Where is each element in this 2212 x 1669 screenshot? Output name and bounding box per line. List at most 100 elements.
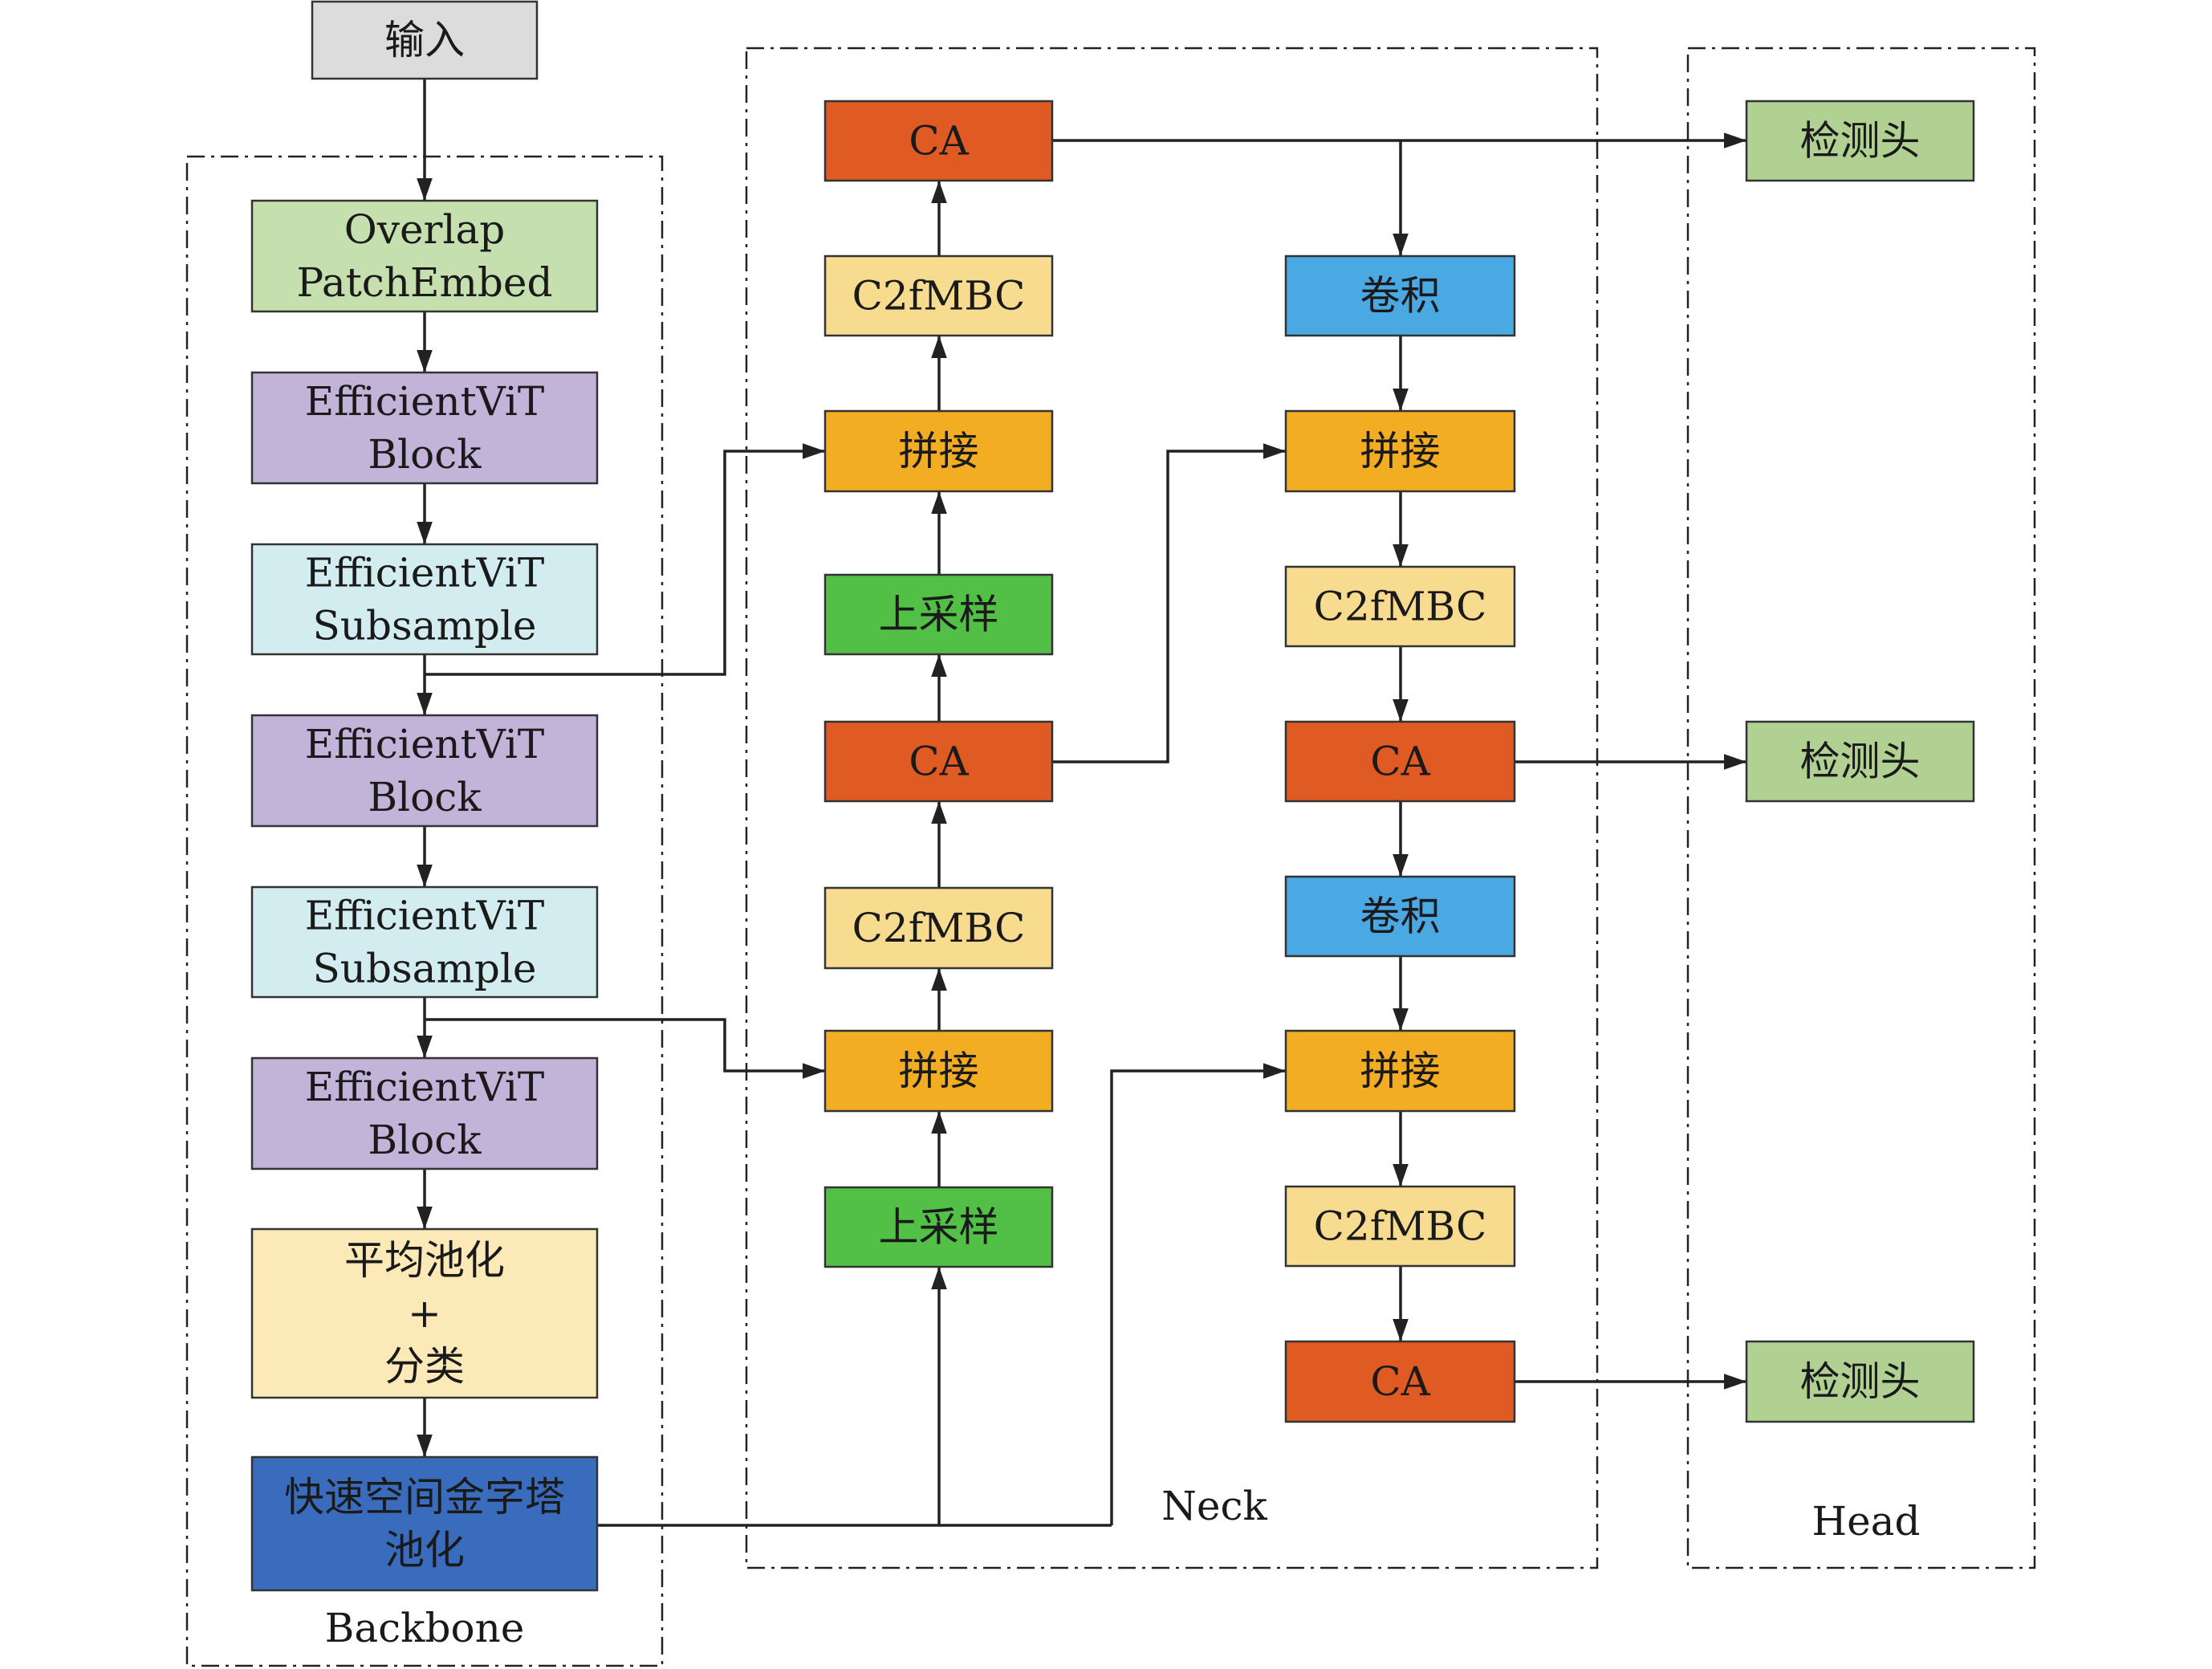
node-n1-upsample-bot: 上采样 <box>823 1186 1054 1268</box>
node-box <box>1284 875 1516 958</box>
node-box <box>250 371 599 485</box>
node-n1-c2fmbc-mid: C2fMBC <box>823 886 1054 970</box>
node-n1-concat-top: 拼接 <box>823 409 1054 493</box>
node-box <box>311 0 539 80</box>
node-label: 拼接 <box>899 1048 979 1094</box>
node-n2-c2fmbc-top: C2fMBC <box>1284 565 1516 648</box>
edges <box>417 79 1746 1527</box>
neck-label: Neck <box>1161 1483 1267 1529</box>
node-label: Block <box>368 1117 482 1163</box>
node-label: C2fMBC <box>1314 584 1487 630</box>
node-n1-concat-bot: 拼接 <box>823 1029 1054 1113</box>
node-vit-block-2: EfficientViT Block <box>250 714 599 828</box>
node-box <box>250 1455 599 1592</box>
nodes: 输入OverlapPatchEmbedEfficientViTBlockEffi… <box>250 0 1975 1592</box>
node-label: EfficientViT <box>305 721 544 767</box>
node-label: EfficientViT <box>305 1064 544 1110</box>
node-box <box>1284 409 1516 493</box>
node-label: 输入 <box>384 17 465 63</box>
node-label: Subsample <box>313 946 537 992</box>
backbone-label: Backbone <box>325 1605 525 1651</box>
node-box <box>250 1056 599 1170</box>
edge-subsample2-concat-bot <box>425 1018 825 1079</box>
node-head-2: 检测头 <box>1745 720 1975 803</box>
node-n1-ca-mid: CA <box>823 720 1054 803</box>
node-box <box>823 573 1054 656</box>
head-group <box>1686 47 2036 1569</box>
node-box <box>1284 1029 1516 1113</box>
edge-sppf-concat2-bot <box>1110 1063 1286 1525</box>
node-n2-ca-mid: CA <box>1284 720 1516 803</box>
node-n1-c2fmbc-top: C2fMBC <box>823 254 1054 337</box>
node-n2-ca-bot: CA <box>1284 1340 1516 1423</box>
node-box <box>1284 1340 1516 1423</box>
node-box <box>823 409 1054 493</box>
node-label: 拼接 <box>1360 1048 1441 1094</box>
node-n2-concat-bot: 拼接 <box>1284 1029 1516 1113</box>
node-box <box>1745 1340 1975 1423</box>
node-label: C2fMBC <box>852 273 1026 320</box>
node-label: 检测头 <box>1800 1358 1921 1405</box>
node-vit-subsample-1: EfficientViT Subsample <box>250 543 599 656</box>
node-box <box>1745 100 1975 182</box>
node-vit-subsample-2: EfficientViT Subsample <box>250 885 599 999</box>
node-box <box>823 100 1054 182</box>
node-label: EfficientViT <box>305 378 544 425</box>
node-box <box>823 886 1054 970</box>
node-box <box>1284 565 1516 648</box>
node-head-3: 检测头 <box>1745 1340 1975 1423</box>
node-label: 分类 <box>384 1343 465 1390</box>
node-box <box>823 1186 1054 1268</box>
node-box <box>250 543 599 656</box>
node-box <box>250 199 599 313</box>
node-label: EfficientViT <box>305 893 544 939</box>
node-label: 卷积 <box>1360 894 1441 940</box>
node-label: + <box>408 1290 441 1337</box>
node-box <box>823 1029 1054 1113</box>
node-label: 快速空间金字塔 <box>284 1474 565 1520</box>
node-box <box>1284 254 1516 337</box>
node-label: Overlap <box>344 206 506 253</box>
node-box <box>1284 720 1516 803</box>
node-label: 上采样 <box>879 592 999 638</box>
node-label: C2fMBC <box>852 905 1026 951</box>
node-n1-ca-top: CA <box>823 100 1054 182</box>
node-label: 拼接 <box>1360 428 1441 474</box>
node-label: CA <box>1370 1358 1430 1405</box>
node-label: CA <box>1370 739 1430 785</box>
node-label: 检测头 <box>1800 118 1921 165</box>
node-input: 输入 <box>311 0 539 80</box>
head-label: Head <box>1811 1498 1920 1545</box>
node-n2-c2fmbc-bot: C2fMBC <box>1284 1185 1516 1268</box>
node-label: 上采样 <box>879 1204 999 1251</box>
node-label: 卷积 <box>1360 273 1441 320</box>
node-box <box>1745 720 1975 803</box>
edge-subsample1-concat-top <box>425 443 825 676</box>
node-vit-block-1: EfficientViT Block <box>250 371 599 485</box>
node-pool-classify: 平均池化 + 分类 <box>250 1227 599 1399</box>
node-vit-block-3: EfficientViT Block <box>250 1056 599 1170</box>
node-n2-concat-top: 拼接 <box>1284 409 1516 493</box>
node-label: CA <box>909 739 969 785</box>
node-box <box>250 885 599 999</box>
node-head-1: 检测头 <box>1745 100 1975 182</box>
node-label: EfficientViT <box>305 550 544 596</box>
node-label: 池化 <box>384 1527 465 1573</box>
node-label: 平均池化 <box>344 1237 505 1284</box>
node-n1-upsample-top: 上采样 <box>823 573 1054 656</box>
node-box <box>1284 1185 1516 1268</box>
node-label: Block <box>368 431 482 478</box>
node-label: C2fMBC <box>1314 1203 1487 1250</box>
node-box <box>250 1227 599 1399</box>
node-label: Block <box>368 774 482 820</box>
neck-group <box>745 47 1599 1569</box>
node-label: PatchEmbed <box>296 259 552 306</box>
node-label: Subsample <box>313 603 537 649</box>
node-n2-conv-top: 卷积 <box>1284 254 1516 337</box>
edge-ca-mid-concat2-top <box>1052 443 1286 763</box>
node-label: 拼接 <box>899 428 979 474</box>
node-label: 检测头 <box>1800 739 1921 785</box>
